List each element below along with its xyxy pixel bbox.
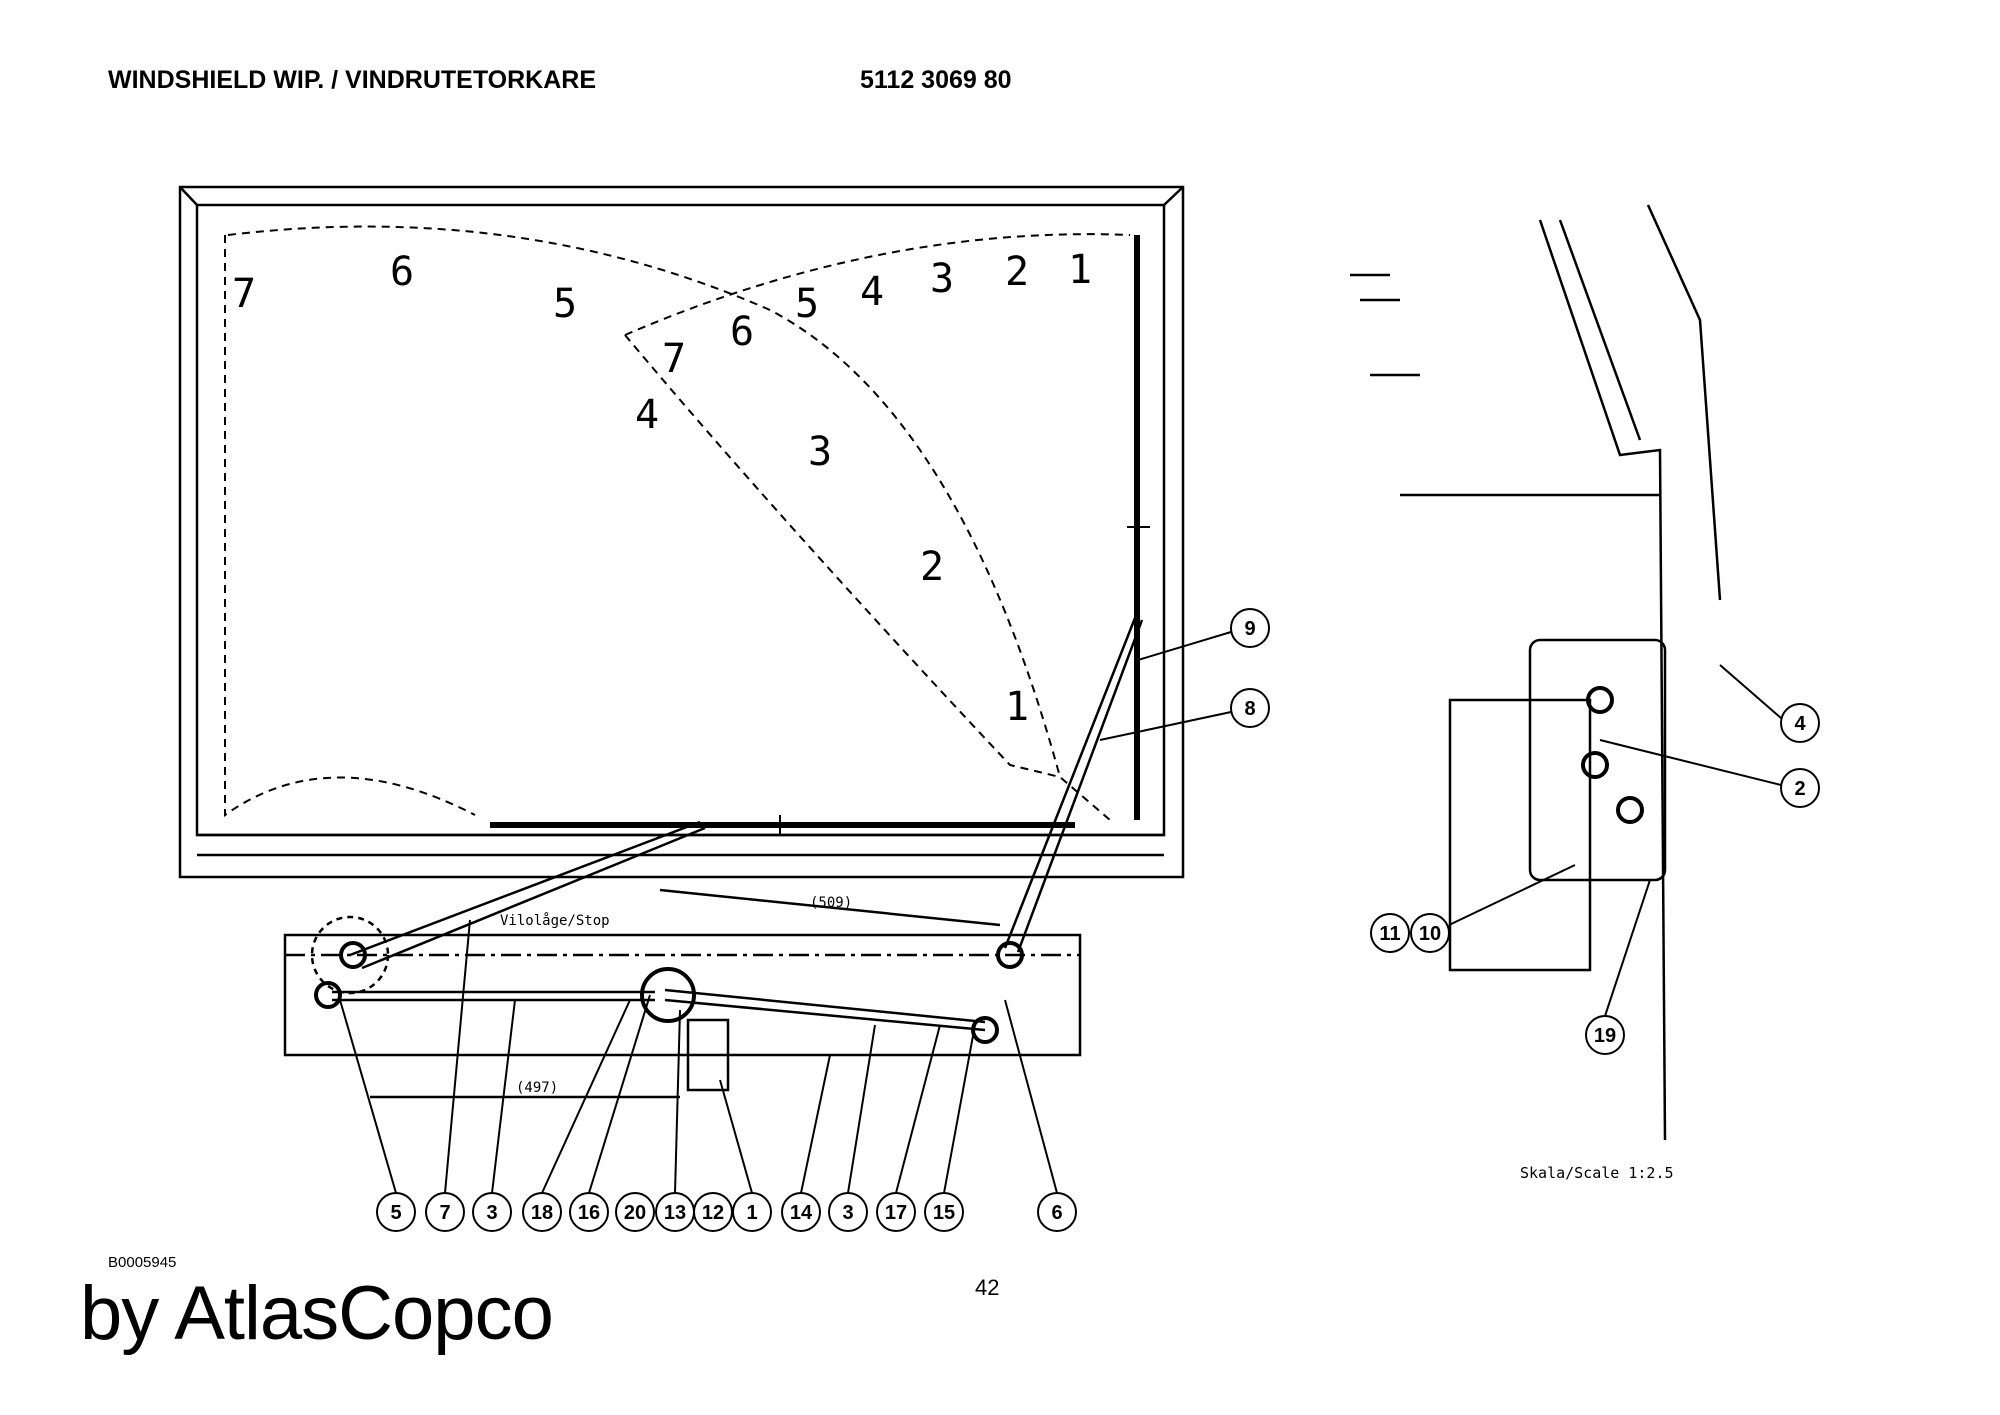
sweep-number: 7: [232, 271, 256, 317]
sweep-number: 3: [930, 256, 954, 302]
callout-number: 8: [1244, 698, 1255, 720]
sweep-number: 2: [920, 544, 944, 590]
park-label: Vilolåge/Stop: [500, 912, 610, 929]
sweep-number: 3: [808, 429, 832, 475]
callout-number: 9: [1244, 618, 1255, 640]
sweep-numbers: 7 6 5 4 3 2 1 5 4 3 2 1 6 7: [232, 247, 1092, 730]
callout-number: 6: [1051, 1202, 1062, 1224]
wiper-linkage: [283, 888, 1082, 1099]
wiper-blades: [490, 235, 1150, 835]
callout-number: 3: [486, 1202, 497, 1224]
sweep-number: 1: [1068, 247, 1092, 293]
wiper-sweep-paths: [224, 225, 1131, 821]
page-title: WINDSHIELD WIP. / VINDRUTETORKARE: [108, 66, 596, 94]
callout-number: 14: [790, 1202, 813, 1224]
callout-number: 18: [531, 1202, 553, 1224]
callout-number: 11: [1379, 923, 1400, 945]
callout-number: 4: [1794, 713, 1806, 735]
callout-number: 13: [664, 1202, 686, 1224]
callout-number: 3: [842, 1202, 853, 1224]
sweep-number: 5: [553, 281, 577, 327]
dimension-509: (509): [810, 895, 852, 911]
sweep-number: 4: [635, 392, 659, 438]
callout-number: 1: [746, 1202, 757, 1224]
scale-label: Skala/Scale 1:2.5: [1520, 1164, 1674, 1182]
callouts-arm: 9 8: [1099, 608, 1270, 741]
callout-number: 20: [624, 1202, 646, 1224]
sweep-number: 7: [662, 336, 686, 382]
callouts-side: 4 2 11 10 19: [1370, 664, 1820, 1055]
callouts-front: 5 7 3 18 16 20 13 12 1 14 3 17 15 6: [339, 919, 1077, 1232]
dimension-497: (497): [516, 1080, 558, 1096]
sweep-number: 4: [860, 269, 884, 315]
sweep-number: 1: [1005, 684, 1029, 730]
sweep-number: 5: [795, 281, 819, 327]
drawing-id: B0005945: [108, 1254, 177, 1271]
page-number: 42: [975, 1275, 1000, 1300]
brand-logo-text: by AtlasCopco: [80, 1271, 554, 1356]
callout-number: 10: [1419, 923, 1441, 945]
part-number: 5112 3069 80: [860, 66, 1012, 94]
callout-number: 2: [1794, 778, 1805, 800]
sweep-number: 2: [1005, 249, 1029, 295]
callout-number: 19: [1594, 1025, 1616, 1047]
sweep-number: 6: [730, 309, 754, 355]
windshield-frame: [178, 185, 1185, 879]
side-view: [1350, 204, 1722, 1141]
sweep-number: 6: [390, 249, 414, 295]
callout-number: 5: [390, 1202, 401, 1224]
callout-number: 15: [933, 1202, 955, 1224]
callout-number: 7: [439, 1202, 450, 1224]
callout-number: 17: [885, 1202, 907, 1224]
callout-number: 12: [702, 1202, 724, 1224]
wiper-arms: [349, 617, 1144, 970]
callout-number: 16: [578, 1202, 600, 1224]
